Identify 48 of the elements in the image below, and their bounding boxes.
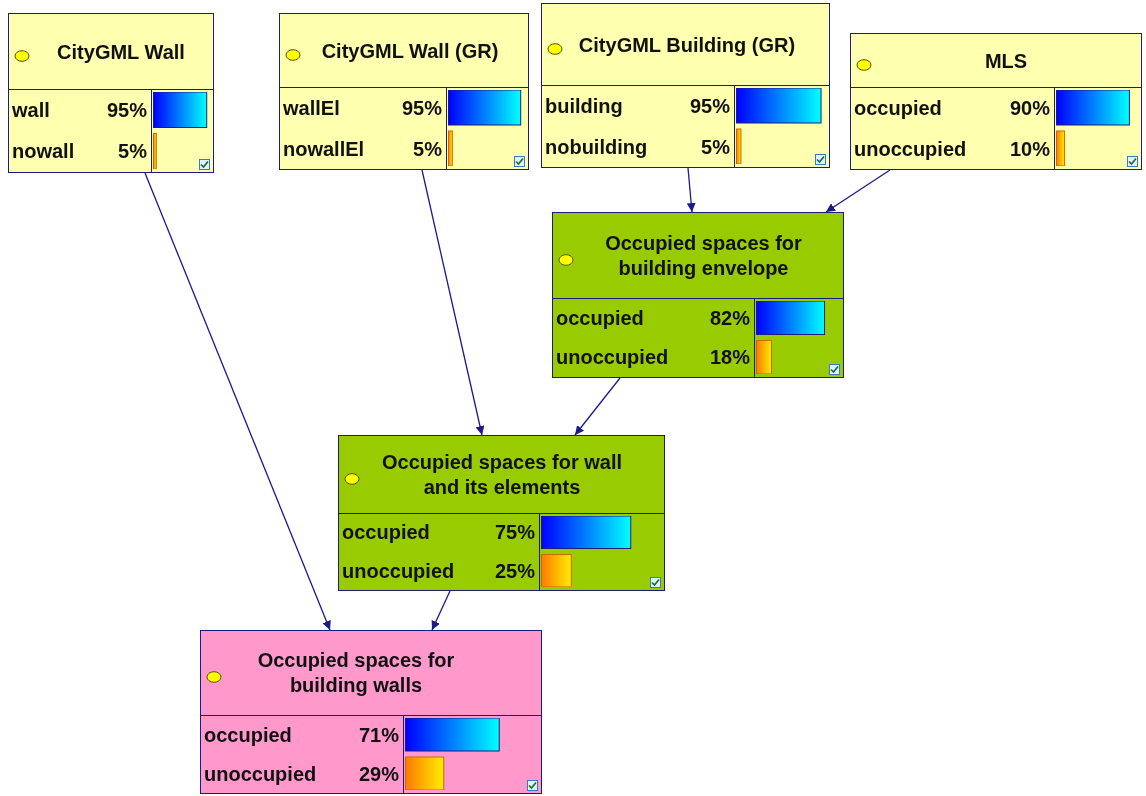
state-label: nowallEl [283, 136, 365, 161]
state-label: building [545, 93, 623, 118]
state-label: nowall [12, 139, 75, 164]
state-probability: 5% [118, 139, 147, 164]
belief-node [541, 3, 830, 168]
state-label: unoccupied [556, 345, 669, 370]
state-label: unoccupied [342, 558, 455, 583]
node-title: CityGML Wall (GR) [320, 38, 500, 63]
arrow [686, 167, 696, 213]
state-label: wall [12, 97, 50, 122]
arrow [421, 169, 485, 436]
state-probability: 5% [413, 136, 442, 161]
state-label: unoccupied [204, 761, 317, 786]
state-label: unoccupied [854, 136, 967, 161]
state-probability: 75% [494, 520, 535, 545]
node-title: CityGML Building (GR) [577, 32, 797, 57]
node-title: CityGML Wall [56, 39, 186, 64]
belief-node [279, 13, 529, 170]
arrow [431, 590, 451, 631]
arrow [825, 169, 891, 213]
state-label: wallEl [283, 95, 340, 120]
state-label: occupied [342, 520, 430, 545]
node-title: Occupied spaces for building walls [256, 648, 456, 698]
node-title: Occupied spaces for building envelope [604, 230, 803, 281]
state-probability: 95% [689, 93, 730, 118]
arrow [144, 172, 331, 631]
belief-node [552, 212, 844, 378]
arrow [574, 377, 621, 436]
state-probability: 25% [494, 558, 535, 583]
node-title: MLS [983, 48, 1029, 73]
belief-node [200, 630, 542, 794]
belief-node [338, 435, 665, 591]
state-probability: 29% [358, 761, 399, 786]
state-probability: 82% [709, 305, 750, 330]
state-probability: 71% [358, 722, 399, 747]
state-probability: 18% [709, 345, 750, 370]
state-probability: 95% [401, 95, 442, 120]
state-label: nobuilding [545, 134, 648, 159]
state-label: occupied [204, 722, 292, 747]
node-title: Occupied spaces for wall and its elements [380, 449, 624, 500]
state-label: occupied [854, 95, 942, 120]
belief-node [850, 33, 1142, 170]
state-probability: 10% [1009, 136, 1050, 161]
belief-node [8, 13, 214, 173]
state-probability: 95% [106, 97, 147, 122]
state-label: occupied [556, 305, 644, 330]
state-probability: 90% [1009, 95, 1050, 120]
state-probability: 5% [701, 134, 730, 159]
